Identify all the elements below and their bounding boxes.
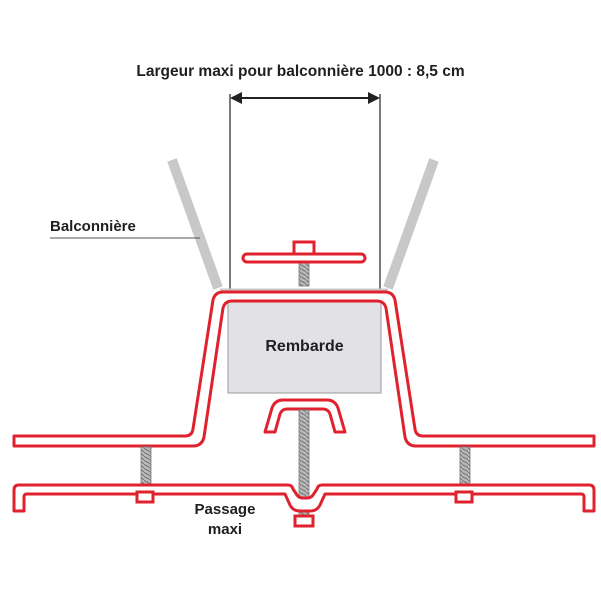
balconniere-walls <box>167 158 439 290</box>
dimension-arrow-right <box>368 92 380 104</box>
dimension-arrow-left <box>230 92 242 104</box>
top-clamp <box>241 240 367 287</box>
top-nut <box>292 240 316 256</box>
right-nut <box>454 490 474 504</box>
passage-label-line1: Passage <box>194 501 256 518</box>
top-plate <box>241 252 367 264</box>
nuts <box>135 490 474 528</box>
balconniere-right-wall <box>383 158 439 290</box>
middle-clip <box>263 398 347 434</box>
rembarde-block <box>227 297 382 394</box>
right-rod <box>459 446 471 486</box>
main-bracket <box>12 290 596 448</box>
passage-label: Passage maxi <box>150 500 300 540</box>
left-nut <box>135 490 155 504</box>
center-nut <box>293 514 315 528</box>
balconniere-left-wall <box>167 158 223 290</box>
balconniere-label: Balconnière <box>50 218 136 235</box>
width-dimension-label: Largeur maxi pour balconnière 1000 : 8,5… <box>136 63 465 80</box>
width-dimension <box>229 92 381 298</box>
threaded-rods <box>140 409 471 517</box>
left-rod <box>140 446 152 486</box>
bottom-plate <box>12 483 596 513</box>
passage-label-line2: maxi <box>207 521 243 538</box>
rembarde-label: Rembarde <box>265 338 344 355</box>
